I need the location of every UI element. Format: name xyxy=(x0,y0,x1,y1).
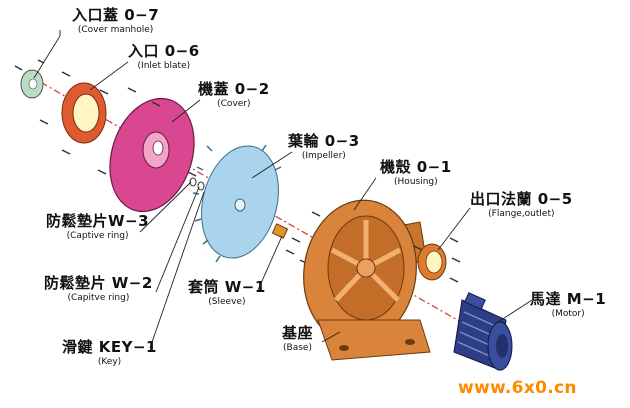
bolts-cover-manhole xyxy=(14,59,45,71)
housing-part xyxy=(303,199,431,361)
label-flange-outlet: 出口法蘭 0−5 (Flange,outlet) xyxy=(470,192,573,219)
label-cover-manhole-en: (Cover manhole) xyxy=(77,25,154,35)
captive-ring-washers xyxy=(189,177,205,191)
inlet-plate-part xyxy=(61,82,107,144)
label-key-en: (Key) xyxy=(97,357,122,367)
label-impeller: 葉輪 0−3 (Impeller) xyxy=(288,134,360,161)
bolts-cover xyxy=(97,87,197,177)
sleeve-part xyxy=(271,223,289,239)
bolts-inlet xyxy=(39,71,109,155)
label-base-zh: 基座 xyxy=(282,324,314,342)
label-sleeve: 套筒 W−1 (Sleeve) xyxy=(188,280,266,307)
label-housing: 機殼 0−1 (Housing) xyxy=(380,160,452,187)
label-captive-ring-w2-en: (Capitve ring) xyxy=(67,293,130,303)
label-motor-en: (Motor) xyxy=(551,309,585,319)
label-flange-outlet-zh: 出口法蘭 0−5 xyxy=(470,190,573,208)
site-watermark: www.6x0.cn xyxy=(458,378,577,398)
label-cover-manhole-zh: 入口蓋 0−7 xyxy=(72,6,160,24)
label-motor: 馬達 M−1 (Motor) xyxy=(530,292,606,319)
label-cover-en: (Cover) xyxy=(217,99,251,109)
label-captive-ring-w2: 防鬆墊片 W−2 (Capitve ring) xyxy=(44,276,153,303)
label-flange-outlet-en: (Flange,outlet) xyxy=(488,209,555,219)
label-key: 滑鍵 KEY−1 (Key) xyxy=(62,340,157,367)
label-cover-manhole: 入口蓋 0−7 (Cover manhole) xyxy=(72,8,159,35)
label-captive-ring-w2-zh: 防鬆墊片 W−2 xyxy=(44,274,153,292)
cover-part xyxy=(109,97,195,213)
label-impeller-zh: 葉輪 0−3 xyxy=(288,132,360,150)
label-key-zh: 滑鍵 KEY−1 xyxy=(62,338,157,356)
label-cover: 機蓋 0−2 (Cover) xyxy=(198,82,270,109)
label-cover-zh: 機蓋 0−2 xyxy=(198,80,270,98)
label-sleeve-zh: 套筒 W−1 xyxy=(188,278,266,296)
impeller-part xyxy=(192,144,282,263)
label-captive-ring-w3: 防鬆墊片W−3 (Captive ring) xyxy=(46,214,149,241)
label-base: 基座 (Base) xyxy=(282,326,313,353)
bolts-flange xyxy=(413,237,461,283)
motor-part xyxy=(453,292,513,371)
label-captive-ring-w3-zh: 防鬆墊片W−3 xyxy=(46,212,150,230)
flange-outlet-part xyxy=(417,243,447,281)
label-housing-en: (Housing) xyxy=(394,177,438,187)
label-motor-zh: 馬達 M−1 xyxy=(530,290,607,308)
label-housing-zh: 機殼 0−1 xyxy=(380,158,452,176)
leader-lines xyxy=(33,30,533,349)
axis-line xyxy=(27,74,511,351)
label-inlet-plate-en: (Inlet blate) xyxy=(137,61,191,71)
label-base-en: (Base) xyxy=(283,343,312,353)
label-inlet-plate-zh: 入口 0−6 xyxy=(128,42,200,60)
label-inlet-plate: 入口 0−6 (Inlet blate) xyxy=(128,44,200,71)
label-captive-ring-w3-en: (Captive ring) xyxy=(66,231,129,241)
cover-manhole-part xyxy=(20,69,44,99)
label-sleeve-en: (Sleeve) xyxy=(208,297,246,307)
label-impeller-en: (Impeller) xyxy=(301,151,346,161)
